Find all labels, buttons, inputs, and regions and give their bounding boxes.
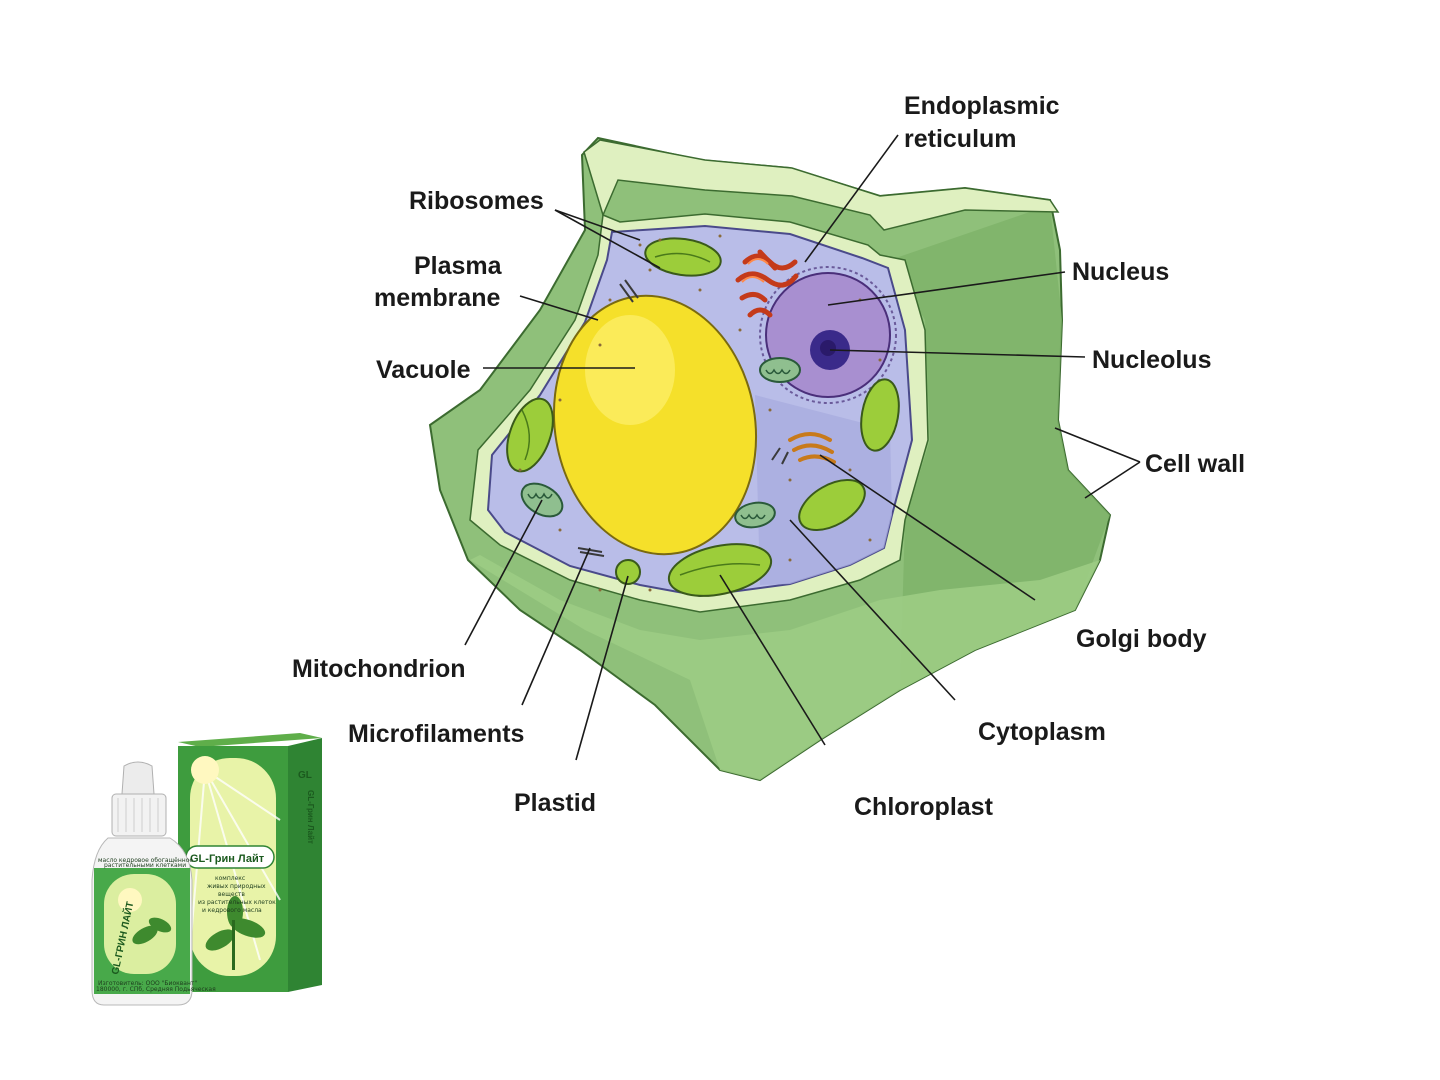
cell-wall-top-rim <box>583 139 1060 231</box>
product-box: GL-Грин Лайт комплекс живых природных ве… <box>178 733 322 992</box>
vacuole-highlight <box>585 315 675 425</box>
label-plasma-membrane-2: membrane <box>374 284 501 312</box>
product-package: GL-Грин Лайт комплекс живых природных ве… <box>91 733 322 1006</box>
endoplasmic-reticulum <box>735 249 799 318</box>
product-box-brand: GL-Грин Лайт <box>190 853 265 865</box>
label-nucleolus: Nucleolus <box>1092 346 1211 374</box>
label-plasma-membrane: Plasma <box>414 252 503 280</box>
label-nucleus: Nucleus <box>1072 258 1169 286</box>
golgi-body <box>788 432 836 464</box>
bottle-maker-text-2: 180000, г. СПб, Средняя Подьяческая <box>96 986 216 993</box>
bottle-cap-ridges <box>117 798 159 832</box>
nucleus-membrane-outer <box>759 266 897 404</box>
label-ribosomes: Ribosomes <box>409 187 544 215</box>
product-box-logo: GL <box>298 770 312 781</box>
cell-wall-bottom-face <box>470 555 1100 780</box>
product-box-top <box>178 733 322 747</box>
bottle-top-text: масло кедровое обогащённое <box>98 857 193 864</box>
svg-text:живых природных: живых природных <box>207 883 266 890</box>
label-cell-wall: Cell wall <box>1145 450 1245 478</box>
bottle-plant-icon <box>132 917 172 945</box>
svg-text:из растительных клеток: из растительных клеток <box>198 899 276 906</box>
bottle-tip <box>121 761 155 795</box>
svg-text:комплекс: комплекс <box>215 875 245 882</box>
label-microfilaments: Microfilaments <box>348 720 524 748</box>
product-bottle: GL-ГРИН ЛАЙТ масло кедровое обогащённое … <box>91 761 216 1006</box>
chloroplast <box>667 543 773 597</box>
bottle-top-text-2: растительными клетками <box>104 862 186 869</box>
product-box-side <box>288 738 322 992</box>
product-box-side-text: GL-Грин Лайт <box>306 790 315 844</box>
label-chloroplast: Chloroplast <box>854 793 994 821</box>
chloroplast <box>506 397 554 473</box>
mitochondrion <box>734 501 776 529</box>
er-highlights <box>741 258 769 283</box>
label-mitochondrion: Mitochondrion <box>292 655 466 683</box>
golgi-dark-strokes <box>771 447 789 465</box>
label-golgi-body: Golgi body <box>1076 625 1207 653</box>
product-box-subtitle: комплекс живых природных веществ из раст… <box>198 875 276 914</box>
label-endoplasmic-reticulum: Endoplasmic <box>904 92 1060 120</box>
nucleolus-core <box>820 340 836 356</box>
labels: Endoplasmic reticulum Ribosomes Plasma m… <box>292 92 1245 821</box>
svg-text:веществ: веществ <box>218 891 245 898</box>
label-endoplasmic-reticulum-2: reticulum <box>904 125 1017 153</box>
plant-icon <box>205 896 266 970</box>
label-plastid: Plastid <box>514 789 596 817</box>
bottle-sun-icon <box>118 888 142 912</box>
label-vacuole: Vacuole <box>376 356 471 384</box>
label-cytoplasm: Cytoplasm <box>978 718 1106 746</box>
sun-icon <box>191 756 219 784</box>
chloroplast <box>798 479 866 531</box>
mitochondrion <box>759 357 801 383</box>
bottle-maker-text: Изготовитель: ООО "Биоквант" <box>98 980 197 987</box>
leader-lines <box>464 134 1141 761</box>
chloroplast <box>644 237 722 277</box>
svg-text:и кедрового масла: и кедрового масла <box>202 907 262 914</box>
cell-wall-right-face <box>890 205 1110 690</box>
chloroplast <box>860 378 900 452</box>
plastid <box>615 559 641 585</box>
